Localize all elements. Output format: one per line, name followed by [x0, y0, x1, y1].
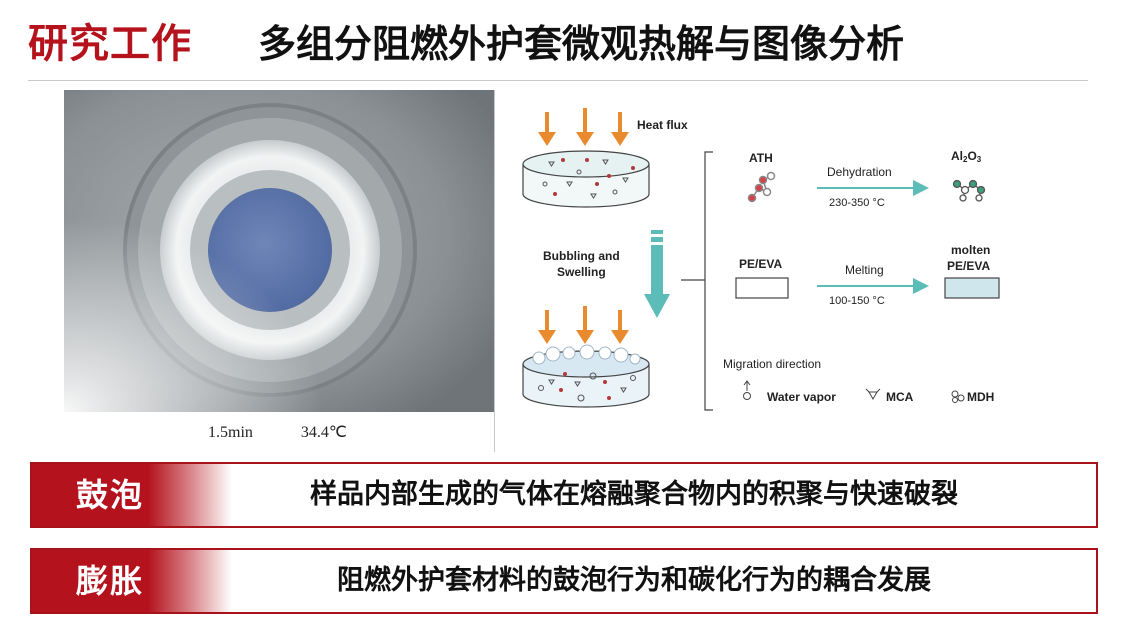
mdh-icon: [951, 390, 965, 403]
phenomenon-swelling: 膨胀 阻燃外护套材料的鼓泡行为和碳化行为的耦合发展: [30, 548, 1098, 614]
molten-label-line1: molten: [951, 243, 990, 257]
migration-direction-label: Migration direction: [723, 357, 821, 371]
section-tag: 研究工作: [28, 21, 192, 67]
molten-pe-eva-block: [944, 277, 1000, 299]
dehydration-label: Dehydration: [827, 165, 892, 179]
band-tag-label: 鼓泡: [76, 476, 145, 514]
band-tag-label: 膨胀: [76, 562, 145, 600]
photo-temperature: 34.4℃: [300, 424, 347, 441]
dehydration-temp: 230-350 °C: [829, 197, 885, 209]
bubbling-label-line1: Bubbling and: [543, 249, 620, 263]
band-description: 阻燃外护套材料的鼓泡行为和碳化行为的耦合发展: [337, 565, 931, 596]
bubbling-label-line2: Swelling: [557, 265, 606, 279]
mechanism-diagram: Heat flux Bubbling and Swelling: [522, 108, 1000, 411]
page-title: 多组分阻燃外护套微观热解与图像分析: [258, 22, 905, 66]
mca-icon: [865, 388, 881, 401]
phenomenon-bubbling: 鼓泡 样品内部生成的气体在熔融聚合物内的积聚与快速破裂: [30, 462, 1098, 528]
heat-flux-label: Heat flux: [637, 118, 688, 132]
melting-label: Melting: [845, 263, 884, 277]
pe-eva-block: [735, 277, 789, 299]
water-vapor-label: Water vapor: [767, 390, 836, 404]
ath-molecule-icon: [747, 171, 776, 203]
bracket: [704, 151, 713, 411]
heat-flux-arrows-top: [538, 108, 629, 146]
al2o3-label: Al2O3: [951, 149, 982, 164]
melting-temp: 100-150 °C: [829, 295, 885, 307]
specimen-photo-drawing: [64, 90, 494, 412]
band-tag: 膨胀: [32, 550, 232, 612]
mdh-label: MDH: [967, 390, 994, 404]
section-divider: [494, 90, 495, 452]
bubbling-arrow: [644, 230, 670, 318]
mca-label: MCA: [886, 390, 914, 404]
specimen-photo: [64, 90, 494, 412]
ath-label: ATH: [749, 151, 773, 165]
heat-flux-arrows-bottom: [538, 306, 629, 344]
photo-caption: 1.5min 34.4℃: [208, 422, 347, 442]
al2o3-molecule-icon: [952, 179, 986, 202]
sample-dish-top: [522, 150, 650, 208]
water-vapor-icon: [743, 380, 751, 400]
band-description: 样品内部生成的气体在熔融聚合物内的积聚与快速破裂: [310, 479, 958, 510]
title-divider: [28, 80, 1088, 81]
pe-eva-label: PE/EVA: [739, 257, 782, 271]
sample-dish-bottom: [522, 344, 650, 408]
band-tag: 鼓泡: [32, 464, 232, 526]
molten-label-line2: PE/EVA: [947, 259, 990, 273]
photo-time: 1.5min: [208, 424, 253, 441]
